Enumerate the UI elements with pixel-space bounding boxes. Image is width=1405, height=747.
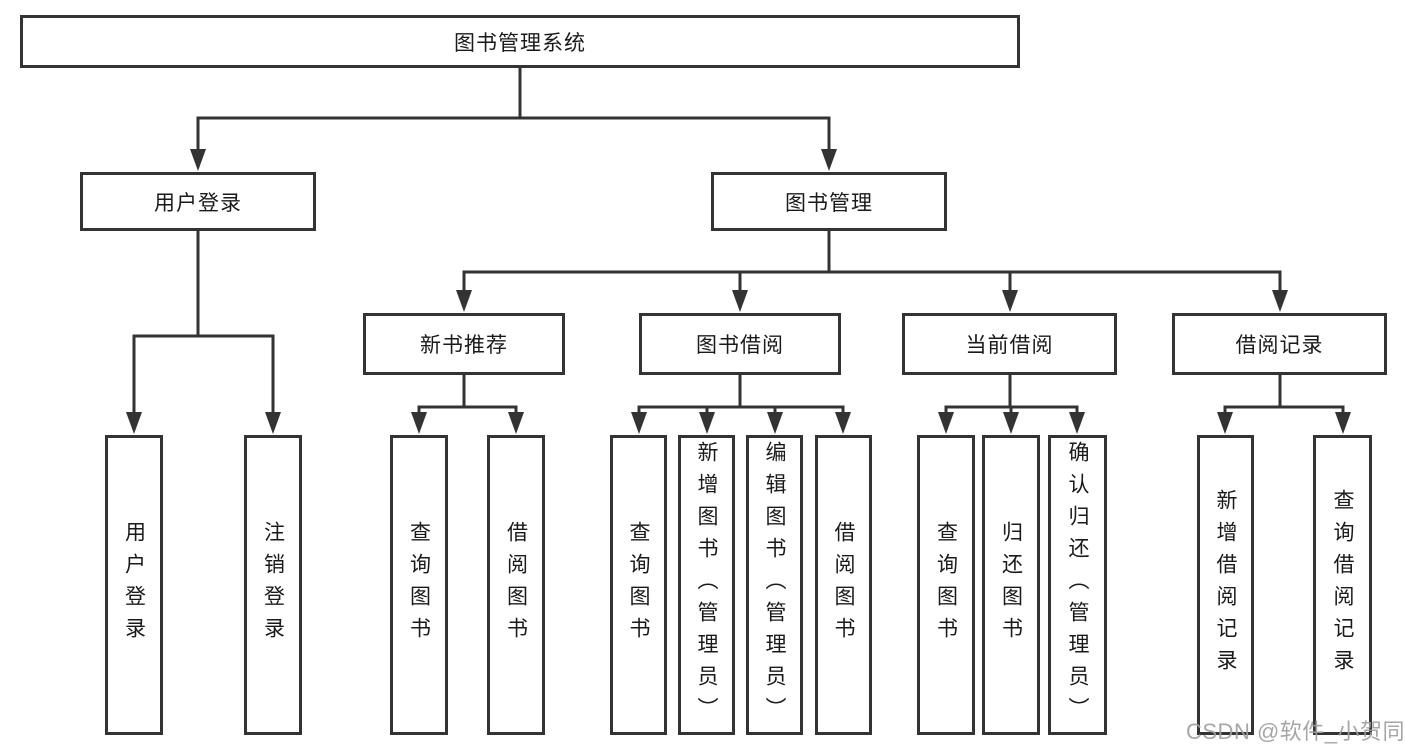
node-newrec-borrow-books: 借阅图书	[487, 435, 545, 735]
node-new-book-recommend: 新书推荐	[363, 313, 565, 375]
node-records-query-record: 查询借阅记录	[1313, 435, 1372, 735]
node-current-return-books: 归还图书	[982, 435, 1040, 735]
csdn-watermark: CSDN @软件_小贺同学	[1186, 719, 1405, 744]
node-book-management: 图书管理	[711, 172, 947, 231]
node-borrow-query-books: 查询图书	[610, 435, 667, 735]
node-borrow-borrow-books: 借阅图书	[815, 435, 872, 735]
node-current-borrowing: 当前借阅	[902, 313, 1117, 375]
node-book-borrowing: 图书借阅	[639, 313, 841, 375]
node-records-add-record: 新增借阅记录	[1197, 435, 1254, 735]
node-logout: 注销登录	[244, 435, 302, 735]
node-borrow-edit-books-admin: 编辑图书（管理员）	[746, 435, 803, 735]
node-library-system: 图书管理系统	[20, 15, 1020, 68]
node-user-login-group: 用户登录	[80, 172, 316, 231]
node-user-login: 用户登录	[105, 435, 163, 735]
node-newrec-query-books: 查询图书	[390, 435, 448, 735]
node-current-confirm-return-admin: 确认归还（管理员）	[1048, 435, 1107, 735]
node-borrow-add-books-admin: 新增图书（管理员）	[678, 435, 735, 735]
node-borrow-records: 借阅记录	[1172, 313, 1387, 375]
node-current-query-books: 查询图书	[917, 435, 975, 735]
